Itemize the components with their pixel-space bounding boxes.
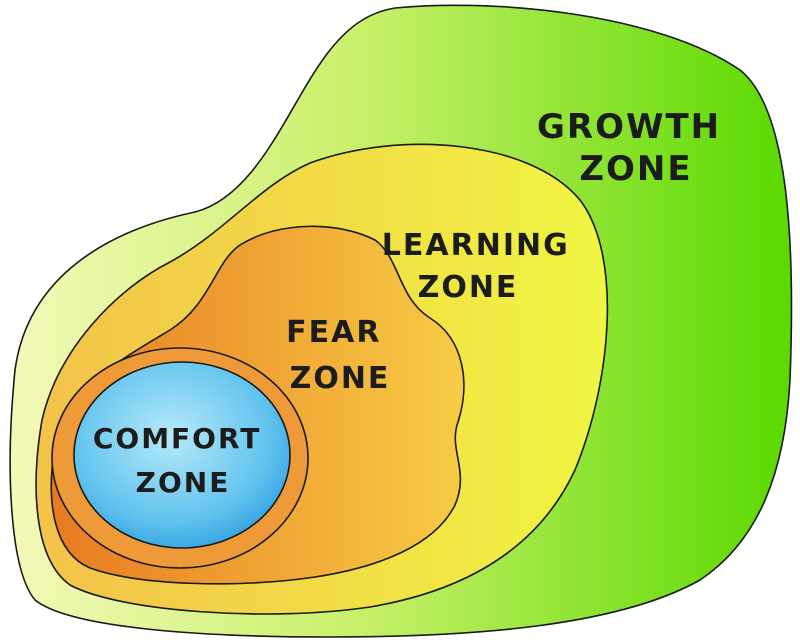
comfort-zone-label-line2: ZONE <box>136 466 231 499</box>
learning-zone-label-line1: LEARNING <box>382 228 570 263</box>
growth-zone-label-line1: GROWTH <box>537 107 721 147</box>
comfort-zone-label: COMFORT ZONE <box>93 422 273 499</box>
learning-zone-label-line2: ZONE <box>418 270 519 305</box>
growth-zone-label-line2: ZONE <box>579 149 692 189</box>
growth-zone-label: GROWTH ZONE <box>537 107 735 189</box>
fear-zone-label: FEAR ZONE <box>286 315 394 396</box>
comfort-zone-shape <box>73 361 291 549</box>
fear-zone-label-line1: FEAR <box>286 315 381 350</box>
learning-zone-label: LEARNING ZONE <box>382 228 582 305</box>
fear-zone-label-line2: ZONE <box>290 361 391 396</box>
comfort-zone-label-line1: COMFORT <box>93 422 262 455</box>
